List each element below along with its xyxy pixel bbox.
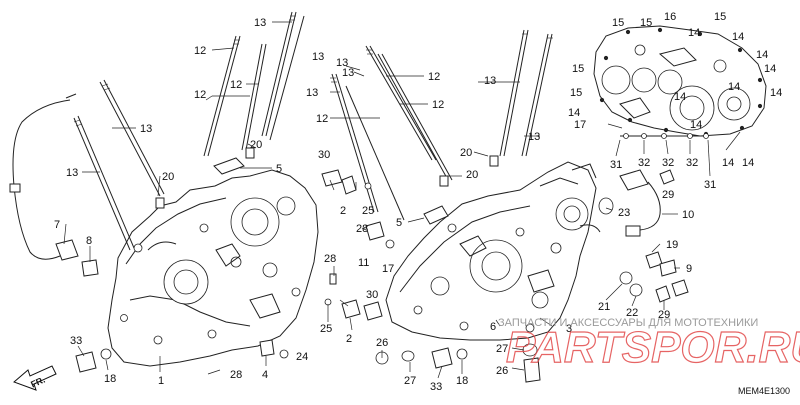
callout-14: 14 [742, 157, 754, 169]
callout-13: 13 [306, 87, 318, 99]
callout-13: 13 [66, 167, 78, 179]
watermark-logo: PARTSPOR.RU [506, 323, 800, 372]
callout-12: 12 [432, 99, 444, 111]
callout-25: 25 [362, 205, 374, 217]
callout-14: 14 [728, 81, 740, 93]
callout-5: 5 [276, 163, 282, 175]
callout-32: 32 [686, 157, 698, 169]
callout-13: 13 [312, 51, 324, 63]
callout-29: 29 [658, 309, 670, 321]
callout-20: 20 [460, 147, 472, 159]
side-cover [593, 25, 767, 139]
callout-20: 20 [466, 169, 478, 181]
callout-7: 7 [54, 219, 60, 231]
callout-17: 17 [382, 263, 394, 275]
callout-14: 14 [674, 91, 686, 103]
callout-14: 14 [568, 107, 580, 119]
callout-13: 13 [140, 123, 152, 135]
watermark-caption: ЗАПЧАСТИ И АКСЕССУАРЫ ДЛЯ МОТОТЕХНИКИ [498, 317, 758, 329]
watermark: ЗАПЧАСТИ И АКСЕССУАРЫ ДЛЯ МОТОТЕХНИКИ PA… [498, 317, 800, 373]
callout-26: 26 [376, 337, 388, 349]
callout-14: 14 [690, 119, 702, 131]
callout-labels: 12 12 13 12 13 13 20 20 5 7 8 13 13 12 1… [54, 11, 782, 393]
callout-19: 19 [666, 239, 678, 251]
callout-13: 13 [484, 75, 496, 87]
callout-32: 32 [662, 157, 674, 169]
arrow-icon [13, 365, 57, 391]
callout-12: 12 [194, 45, 206, 57]
callout-2: 2 [340, 205, 346, 217]
callout-15: 15 [572, 63, 584, 75]
callout-30: 30 [318, 149, 330, 161]
callout-12: 12 [194, 89, 206, 101]
callout-18: 18 [456, 375, 468, 387]
callout-11: 11 [358, 257, 369, 269]
callout-14: 14 [732, 31, 744, 43]
callout-25: 25 [320, 323, 332, 335]
callout-9: 9 [686, 263, 692, 275]
callout-28: 28 [356, 223, 368, 235]
callout-20: 20 [250, 139, 262, 151]
right-crankcase [385, 161, 601, 341]
callout-13: 13 [342, 67, 354, 79]
callout-6: 6 [490, 321, 496, 333]
callout-28: 28 [324, 253, 336, 265]
callout-10: 10 [682, 209, 694, 221]
callout-14: 14 [722, 157, 734, 169]
callout-2: 2 [346, 333, 352, 345]
callout-27: 27 [404, 375, 416, 387]
callout-16: 16 [664, 11, 676, 23]
callout-14: 14 [688, 27, 700, 39]
callout-33: 33 [430, 381, 442, 393]
callout-12: 12 [230, 79, 242, 91]
callout-14: 14 [764, 63, 776, 75]
callout-31: 31 [704, 179, 716, 191]
callout-3: 3 [566, 323, 572, 335]
callout-33: 33 [70, 335, 82, 347]
callout-26: 26 [496, 365, 508, 377]
callout-5: 5 [396, 217, 402, 229]
callout-31: 31 [610, 159, 622, 171]
callout-17: 17 [574, 119, 586, 131]
callout-4: 4 [262, 369, 268, 381]
callout-14: 14 [756, 49, 768, 61]
callout-20: 20 [162, 171, 174, 183]
leader-lines [63, 21, 741, 379]
callout-13: 13 [528, 131, 540, 143]
callout-27: 27 [496, 343, 508, 355]
callout-13: 13 [254, 17, 266, 29]
callout-12: 12 [316, 113, 328, 125]
front-direction-arrow: FR. [13, 365, 57, 391]
callout-1: 1 [158, 375, 164, 387]
callout-13: 13 [336, 57, 348, 69]
callout-15: 15 [570, 87, 582, 99]
callout-28: 28 [230, 369, 242, 381]
callout-14: 14 [770, 87, 782, 99]
callout-21: 21 [598, 301, 610, 313]
callout-29: 29 [662, 189, 674, 201]
callout-23: 23 [618, 207, 630, 219]
callout-15: 15 [612, 17, 624, 29]
left-crankcase [107, 169, 319, 367]
diagram-code: MEM4E1300 [738, 386, 790, 396]
callout-22: 22 [626, 307, 638, 319]
callout-24: 24 [296, 351, 308, 363]
callout-12: 12 [428, 71, 440, 83]
callout-15: 15 [640, 17, 652, 29]
callout-30: 30 [366, 289, 378, 301]
callout-32: 32 [638, 157, 650, 169]
callout-8: 8 [86, 235, 92, 247]
callout-18: 18 [104, 373, 116, 385]
callout-15: 15 [714, 11, 726, 23]
